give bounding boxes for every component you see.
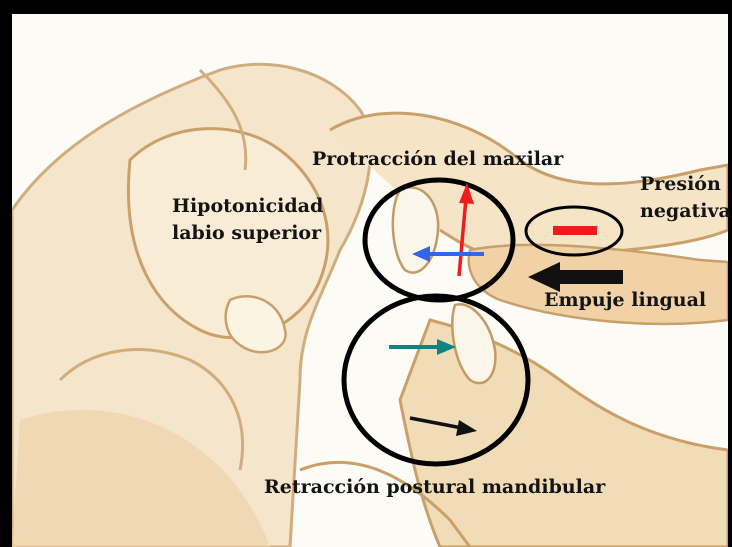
label-negative-pressure-line1: Presión bbox=[640, 171, 731, 198]
label-negative-pressure: Presión negativa bbox=[640, 171, 731, 225]
label-mandibular-retraction: Retracción postural mandibular bbox=[264, 474, 605, 501]
label-hypotonicity: Hipotonicidad labio superior bbox=[172, 193, 323, 247]
label-maxillary-protraction: Protracción del maxilar bbox=[312, 146, 563, 173]
label-hypotonicity-line2: labio superior bbox=[172, 220, 323, 247]
illustration bbox=[12, 14, 728, 547]
upper-incisor bbox=[393, 187, 438, 272]
label-negative-pressure-line2: negativa bbox=[640, 198, 731, 225]
label-hypotonicity-line1: Hipotonicidad bbox=[172, 193, 323, 220]
negative-pressure-dash bbox=[553, 226, 597, 235]
lower-jaw bbox=[400, 320, 728, 547]
label-tongue-thrust: Empuje lingual bbox=[544, 287, 706, 314]
